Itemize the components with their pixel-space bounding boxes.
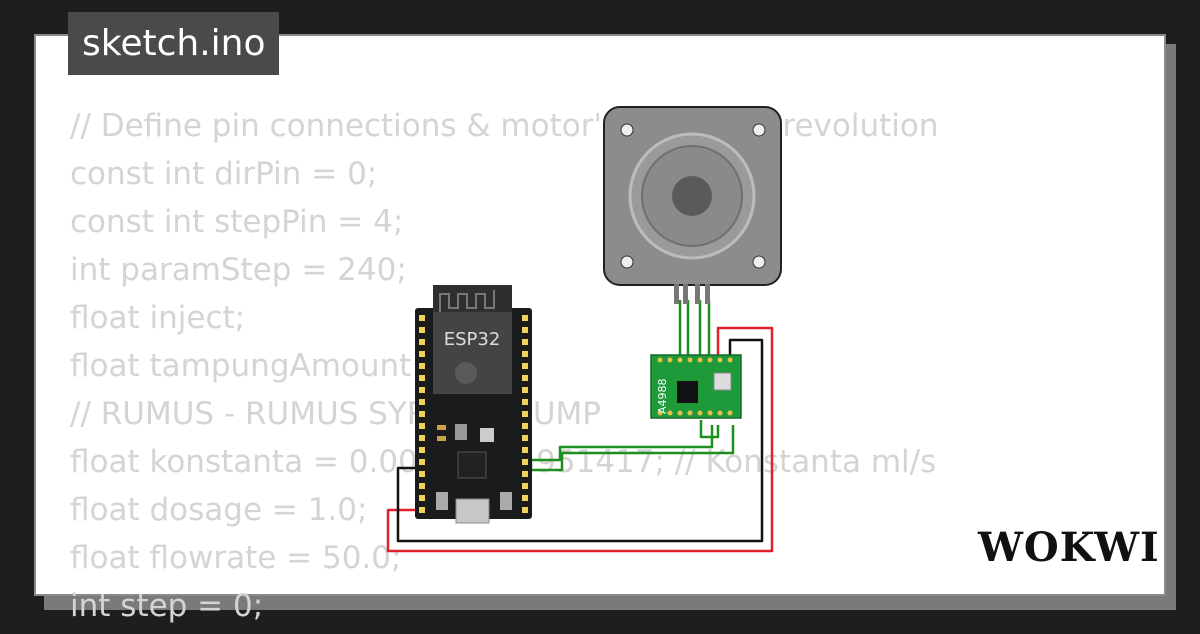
mounting-hole (752, 255, 766, 269)
code-line: const int stepPin = 4; (70, 204, 404, 240)
preview-card: // Define pin connections & motor's step… (34, 34, 1166, 624)
file-tab[interactable]: sketch.ino (68, 12, 280, 75)
code-line: float tampungAmount (70, 348, 412, 384)
wire-green (699, 420, 720, 439)
code-line: float inject; (70, 300, 246, 336)
driver-chip (677, 381, 698, 403)
mounting-hole (752, 123, 766, 137)
motor-shaft (672, 176, 712, 216)
wire-green (526, 425, 735, 472)
mounting-hole (620, 123, 634, 137)
stepper-motor (603, 106, 782, 304)
wire-green (526, 425, 714, 462)
code-line: float dosage = 1.0; (70, 492, 368, 528)
wire-black (396, 338, 764, 543)
usb-chip (457, 451, 487, 479)
micro-usb-port (455, 498, 490, 524)
code-line: float flowrate = 50.0; (70, 540, 402, 576)
en-button (500, 492, 512, 510)
code-line: int step = 0; (70, 588, 264, 624)
code-listing: // Define pin connections & motor's step… (70, 106, 938, 634)
wokwi-logo: WOKWI (978, 524, 1160, 571)
mounting-hole (620, 255, 634, 269)
a4988-driver: A4988 (650, 354, 742, 419)
esp32-board: ESP32 (415, 285, 532, 524)
driver-label: A4988 (656, 378, 669, 414)
wire-red (386, 326, 774, 553)
espressif-logo-icon (455, 362, 477, 384)
antenna (433, 285, 512, 315)
code-line: const int dirPin = 0; (70, 156, 378, 192)
code-line: int paramStep = 240; (70, 252, 407, 288)
boot-button (436, 492, 448, 510)
potentiometer (713, 372, 732, 391)
esp32-label: ESP32 (444, 329, 501, 350)
